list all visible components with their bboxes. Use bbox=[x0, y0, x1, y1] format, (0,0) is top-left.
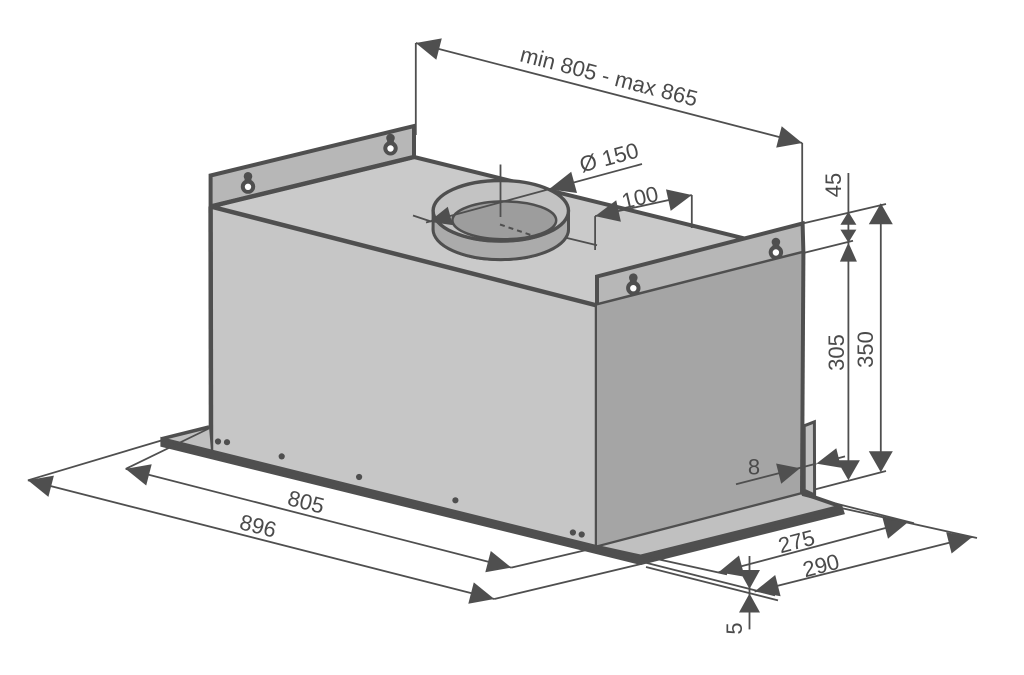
svg-text:350: 350 bbox=[853, 331, 878, 368]
svg-text:305: 305 bbox=[824, 334, 849, 371]
svg-text:5: 5 bbox=[722, 622, 747, 634]
svg-text:45: 45 bbox=[821, 173, 846, 197]
svg-text:8: 8 bbox=[748, 455, 760, 480]
